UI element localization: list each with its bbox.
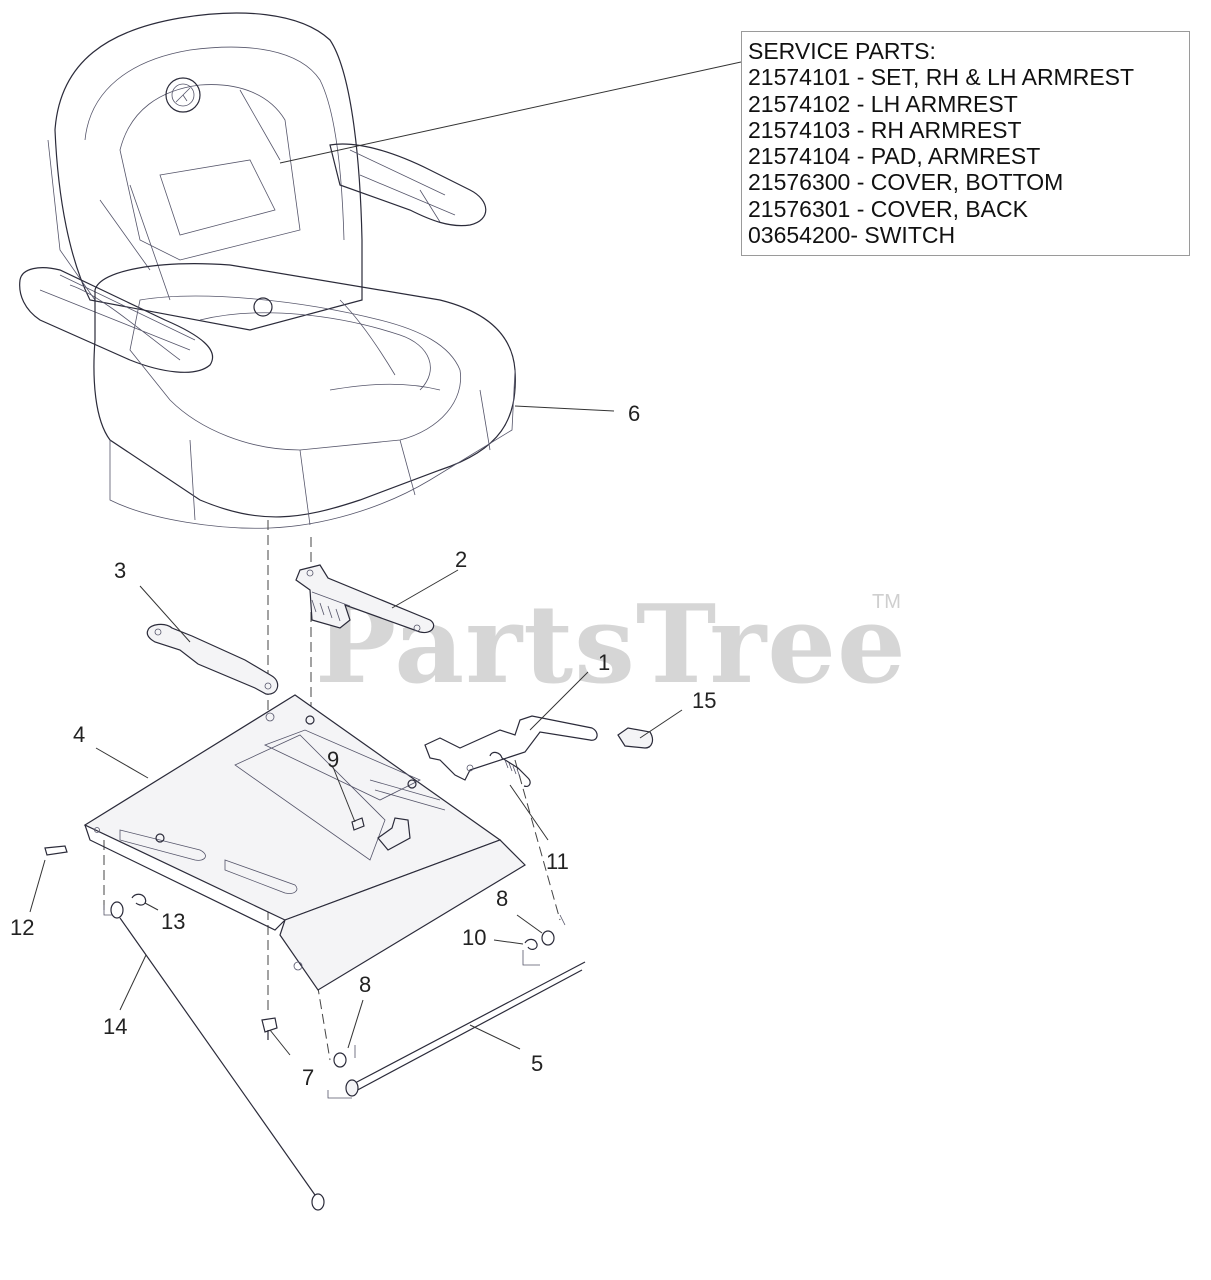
service-part-item: 21576300 - COVER, BOTTOM — [748, 169, 1064, 196]
service-part-item: 21574101 - SET, RH & LH ARMREST — [748, 64, 1135, 91]
part-11-spring — [489, 751, 531, 787]
part-5-rod — [345, 961, 586, 1097]
watermark-trademark: TM — [872, 591, 901, 613]
callout-1: 1 — [598, 650, 610, 675]
callout-6: 6 — [628, 401, 640, 426]
callout-12: 12 — [10, 915, 34, 940]
part-4-seat-plate — [83, 694, 526, 991]
service-part-item: 21574103 - RH ARMREST — [748, 116, 1022, 143]
part-8-bushing-lower — [333, 1052, 347, 1068]
service-parts-box: SERVICE PARTS: 21574101 - SET, RH & LH A… — [741, 31, 1190, 256]
part-14-cable — [110, 901, 325, 1211]
callout-11: 11 — [546, 849, 569, 874]
callout-5: 5 — [531, 1051, 543, 1076]
part-3-bracket — [146, 623, 279, 695]
part-13-clip — [131, 893, 147, 906]
callout-3: 3 — [114, 558, 126, 583]
service-parts-title: SERVICE PARTS: — [748, 38, 936, 64]
part-1-lever — [424, 715, 598, 781]
service-part-item: 21574104 - PAD, ARMREST — [748, 143, 1041, 170]
part-9-screw — [351, 817, 365, 831]
part-2-bracket — [295, 564, 435, 634]
callout-10: 10 — [462, 925, 486, 950]
callout-14: 14 — [103, 1014, 127, 1039]
service-part-item: 21576301 - COVER, BACK — [748, 195, 1028, 222]
callout-4: 4 — [73, 722, 85, 747]
callout-8-upper: 8 — [496, 886, 508, 911]
seat-assembly — [19, 12, 516, 529]
part-7-bolt — [261, 1017, 278, 1040]
part-12-pin — [44, 845, 68, 856]
service-part-item: 03654200- SWITCH — [748, 222, 956, 249]
callout-9: 9 — [327, 747, 339, 772]
part-10-clip — [524, 938, 538, 950]
service-parts-leader — [279, 61, 742, 164]
callout-8-lower: 8 — [359, 972, 371, 997]
part-8-bushing-upper — [541, 930, 555, 946]
callout-7: 7 — [302, 1065, 314, 1090]
service-part-item: 21574102 - LH ARMREST — [748, 90, 1018, 117]
callout-2: 2 — [455, 547, 467, 572]
watermark-text: PartsTree — [315, 582, 907, 708]
part-15-cap — [617, 727, 654, 749]
callout-13: 13 — [161, 909, 185, 934]
callout-15: 15 — [692, 688, 716, 713]
